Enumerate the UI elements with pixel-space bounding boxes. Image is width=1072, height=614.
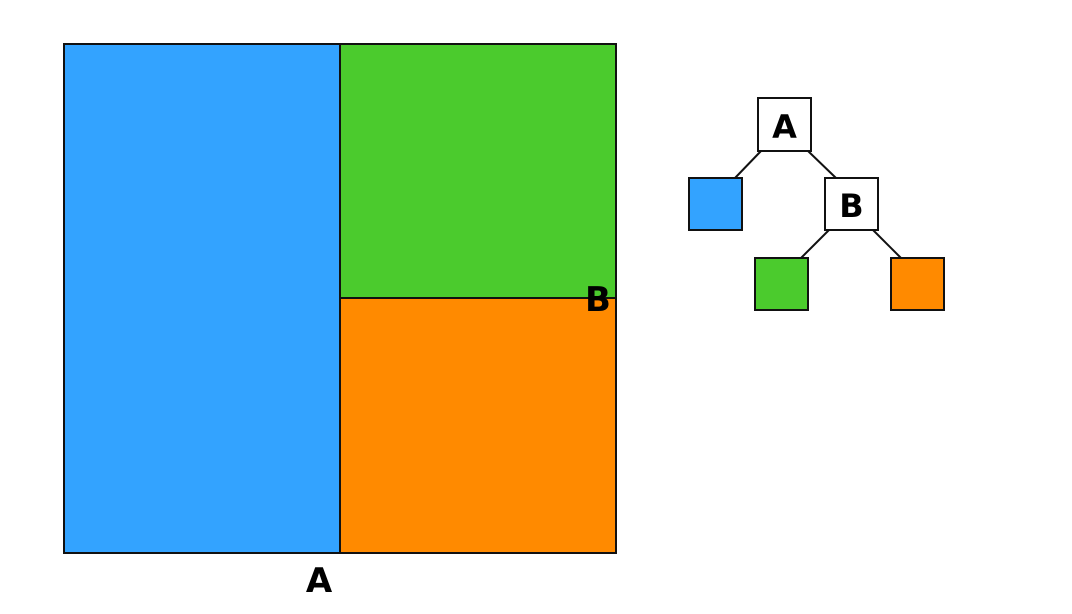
tree-leaf-bottom-right	[890, 257, 945, 311]
tree-node-inner-label: B	[839, 187, 863, 225]
tree-edge-root-inner	[807, 150, 837, 179]
split-a-label: A	[306, 561, 333, 601]
tree-edge-inner-top-right	[800, 229, 830, 259]
partition-tree: A B	[688, 97, 945, 311]
tree-leaf-top-right	[754, 257, 809, 311]
tree-edge-inner-bottom-right	[872, 229, 902, 259]
tree-node-root	[757, 97, 812, 152]
region-top-right	[339, 43, 617, 299]
region-bottom-right	[339, 297, 617, 554]
tree-node-root-label: A	[772, 108, 797, 146]
tree-node-inner	[824, 177, 879, 231]
tree-edge-root-left	[734, 150, 762, 179]
partition-square: A B	[63, 43, 617, 601]
tree-leaf-left	[688, 177, 743, 231]
region-left	[63, 43, 341, 554]
split-b-label: B	[585, 280, 611, 320]
